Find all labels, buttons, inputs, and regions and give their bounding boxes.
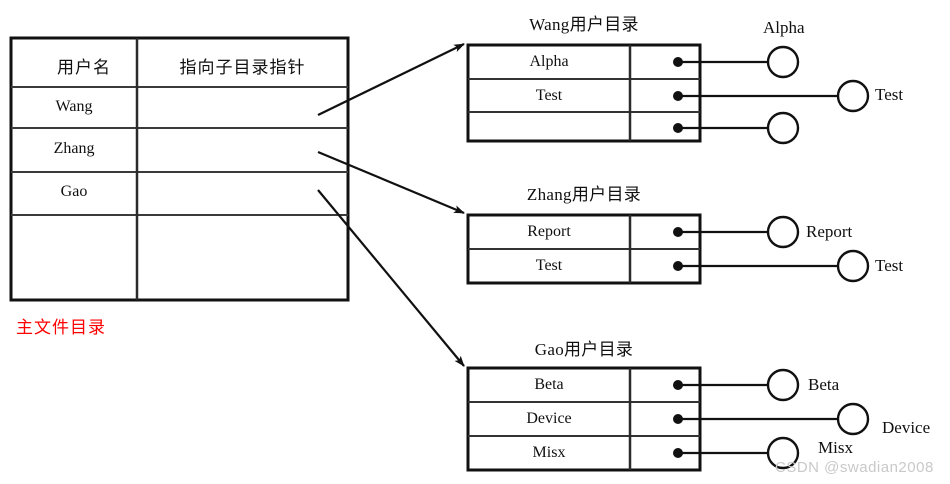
wang-file-node-label: Alpha [763,18,805,37]
zhang-file-node-label: Report [806,222,853,241]
gao-directory-title: Gao用户目录 [534,340,634,359]
zhang-directory-entry-name: Report [527,223,571,240]
csdn-watermark: CSDN @swadian2008 [775,459,934,476]
master-table-header-pointer: 指向子目录指针 [179,58,306,77]
master-table-header-username: 用户名 [57,58,111,77]
master-table-row-user: Gao [60,183,88,200]
master-table-row-user: Zhang [53,140,95,157]
master-table-row-user: Wang [55,98,93,115]
wang-file-node-label: Test [875,85,904,104]
zhang-file-node-label: Test [875,256,904,275]
wang-directory-title: Wang用户目录 [529,15,639,34]
zhang-pointer-links [678,215,870,283]
zhang-directory-grid [466,213,702,285]
gao-directory-entry-name: Misx [532,444,566,461]
wang-directory-grid [466,43,702,143]
wang-directory-entry-name: Test [535,87,563,104]
gao-file-node-label: Misx [818,438,853,457]
gao-file-node-label: Device [882,418,931,437]
master-to-directory-arrows [317,43,465,367]
gao-directory-entry-name: Device [526,410,572,427]
master-table-grid [9,36,350,302]
zhang-directory-title: Zhang用户目录 [526,185,642,204]
wang-pointer-links [678,45,870,145]
master-file-directory-caption: 主文件目录 [16,318,106,337]
wang-directory-entry-name: Alpha [529,53,569,70]
gao-directory-entry-name: Beta [534,376,564,393]
gao-pointer-links [678,368,870,470]
gao-file-node-label: Beta [808,375,840,394]
zhang-directory-entry-name: Test [535,257,563,274]
